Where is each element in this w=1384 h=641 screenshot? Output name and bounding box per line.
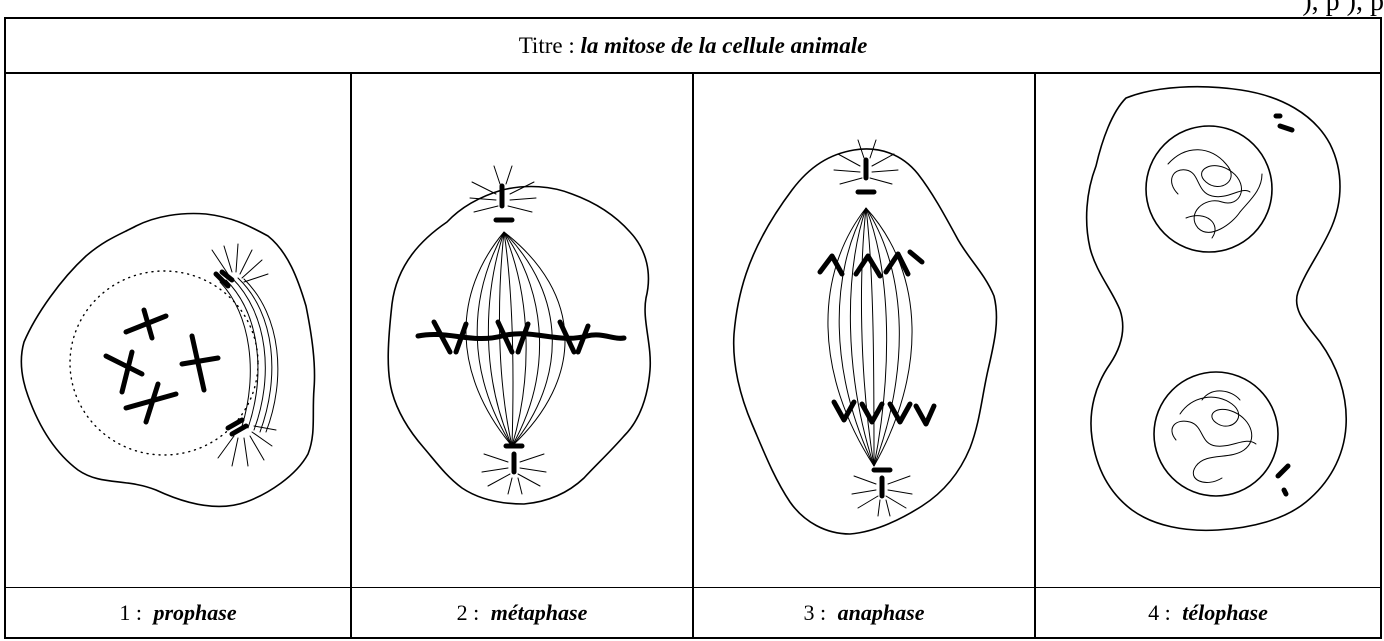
telophase-chromatin-bottom — [1172, 391, 1256, 483]
title-prefix: Titre : — [519, 33, 581, 59]
anaphase-centriole-bottom — [852, 470, 912, 516]
caption-phase-name: prophase — [154, 600, 237, 626]
anaphase-centriole-top — [834, 140, 898, 192]
caption-number: 2 — [457, 600, 468, 626]
caption-number: 4 — [1148, 600, 1159, 626]
anaphase-spindle-fibers — [828, 208, 912, 466]
caption-telophase: 4 : télophase — [1036, 587, 1380, 637]
panel-prophase: 1 : prophase — [6, 74, 350, 637]
cropped-top-text: ), p ), p — [1302, 0, 1384, 18]
caption-phase-name: anaphase — [838, 600, 925, 626]
panel-anaphase: 3 : anaphase — [692, 74, 1034, 637]
metaphase-centriole-top — [470, 166, 536, 220]
caption-number: 1 — [119, 600, 130, 626]
title-main: la mitose de la cellule animale — [580, 33, 867, 59]
phase-panels: 1 : prophase — [6, 74, 1380, 637]
metaphase-chromosome-plate — [418, 322, 624, 352]
telophase-cell-drawing — [1036, 74, 1380, 587]
caption-number: 3 — [804, 600, 815, 626]
prophase-spindle-fibers — [220, 278, 278, 432]
diagram-title: Titre : la mitose de la cellule animale — [6, 19, 1380, 74]
caption-phase-name: télophase — [1182, 600, 1268, 626]
caption-separator: : — [1159, 600, 1176, 626]
telophase-cell-membrane — [1087, 87, 1347, 531]
metaphase-cell-drawing — [352, 74, 692, 587]
caption-separator: : — [468, 600, 485, 626]
panel-telophase: 4 : télophase — [1034, 74, 1380, 637]
telophase-nucleus-top — [1146, 126, 1272, 252]
caption-separator: : — [815, 600, 832, 626]
caption-anaphase: 3 : anaphase — [694, 587, 1034, 637]
caption-prophase: 1 : prophase — [6, 587, 350, 637]
caption-metaphase: 2 : métaphase — [352, 587, 692, 637]
anaphase-cell-drawing — [694, 74, 1034, 587]
caption-phase-name: métaphase — [491, 600, 588, 626]
prophase-centriole-bottom — [218, 420, 276, 466]
prophase-cell-drawing — [6, 74, 350, 587]
prophase-chromosomes — [106, 310, 218, 422]
telophase-chromatin-top — [1168, 150, 1262, 238]
anaphase-cell-membrane — [734, 149, 997, 534]
panel-metaphase: 2 : métaphase — [350, 74, 692, 637]
prophase-cell-membrane — [21, 214, 314, 507]
mitosis-diagram-table: Titre : la mitose de la cellule animale — [4, 17, 1382, 639]
metaphase-centriole-bottom — [482, 446, 546, 494]
caption-separator: : — [130, 600, 147, 626]
